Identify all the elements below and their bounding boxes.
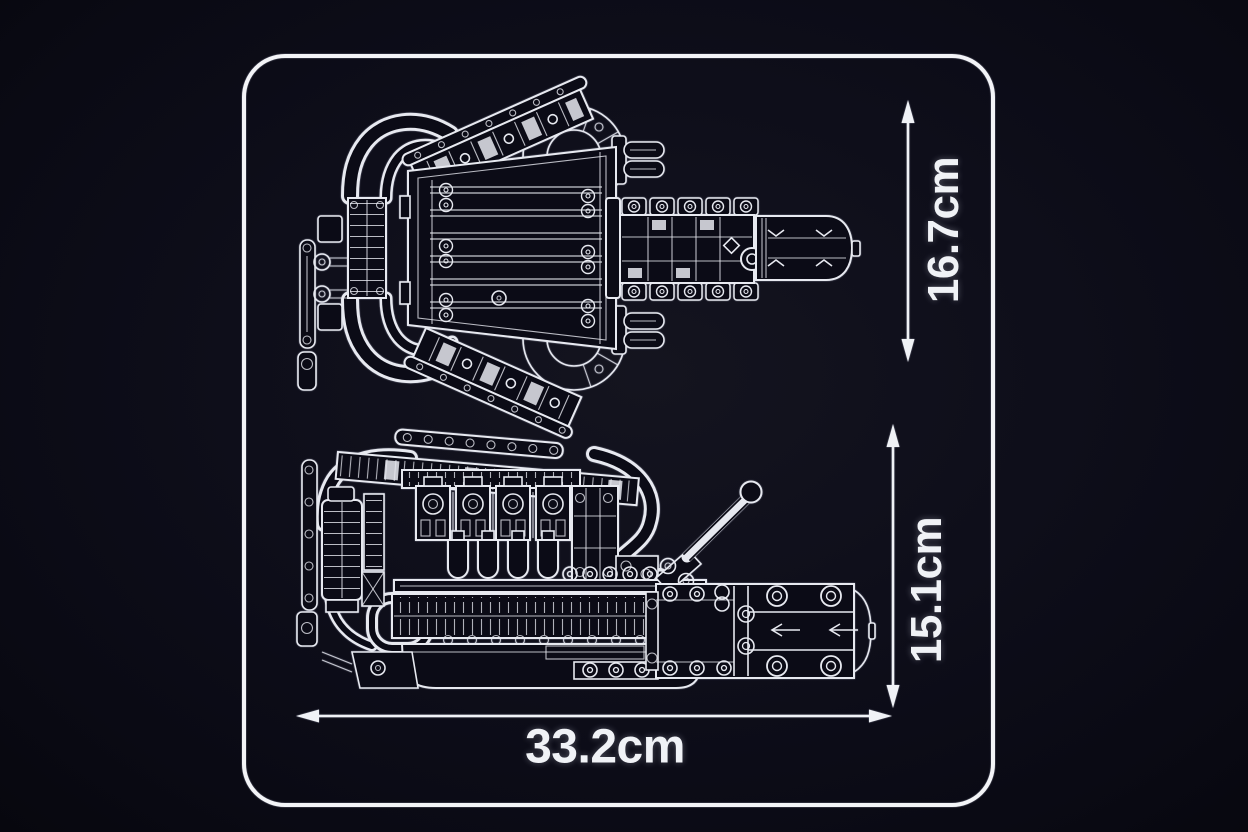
horizontal-double-arrow-length	[296, 709, 892, 723]
engine-block-top	[399, 145, 617, 351]
radiator-side	[296, 459, 385, 647]
vertical-double-arrow-top-height	[901, 100, 915, 362]
gearbox-side	[573, 583, 876, 680]
dimension-arrows	[296, 100, 915, 723]
side-view-drawing	[296, 428, 876, 689]
output-drum-top	[755, 215, 861, 281]
pistons	[447, 530, 559, 579]
dimension-label-overall-length: 33.2cm	[525, 720, 685, 774]
dimension-label-top-view-height: 16.7cm	[919, 156, 968, 304]
vertical-double-arrow-side-height	[886, 424, 900, 708]
top-view-drawing	[297, 75, 861, 439]
gear-lever	[654, 480, 763, 594]
gearbox-top	[605, 197, 764, 301]
dimension-label-side-view-height: 15.1cm	[902, 516, 951, 664]
frame-border	[242, 54, 995, 807]
